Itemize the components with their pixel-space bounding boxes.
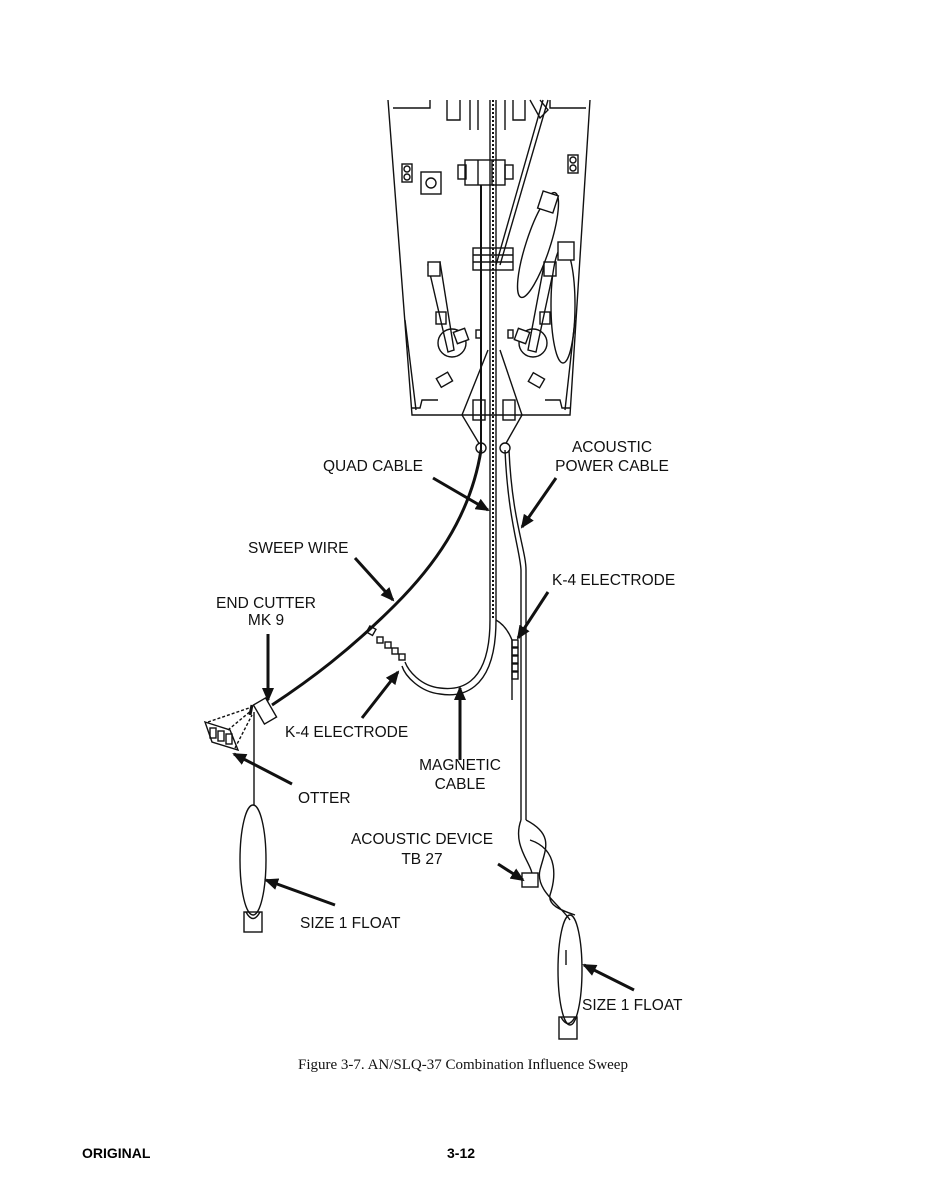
k4-electrode-right	[495, 619, 519, 700]
sweep-wire	[271, 449, 483, 707]
label-end-cutter-model: MK 9	[248, 612, 284, 629]
k4-electrode-left	[365, 624, 406, 661]
label-end-cutter: END CUTTER	[216, 595, 316, 612]
label-magnetic-cable-2: CABLE	[435, 776, 486, 793]
figure-caption: Figure 3-7. AN/SLQ-37 Combination Influe…	[298, 1057, 628, 1073]
label-acoustic-power-cable: ACOUSTIC	[572, 439, 652, 456]
label-k4-electrode-left: K-4 ELECTRODE	[285, 724, 408, 741]
size1-float-right	[557, 914, 583, 1026]
label-float-right: SIZE 1 FLOAT	[582, 997, 683, 1014]
magnetic-cable	[404, 619, 491, 690]
label-quad-cable: QUAD CABLE	[323, 458, 423, 475]
callout-arrows	[232, 476, 635, 992]
footer-original: ORIGINAL	[82, 1145, 151, 1161]
label-float-left: SIZE 1 FLOAT	[300, 915, 401, 932]
label-acoustic-device: ACOUSTIC DEVICE	[351, 831, 493, 848]
acoustic-device	[521, 872, 539, 888]
quad-cable-line	[489, 100, 497, 620]
label-sweep-wire: SWEEP WIRE	[248, 540, 348, 557]
size1-float-left	[239, 804, 267, 916]
label-magnetic-cable: MAGNETIC	[419, 757, 501, 774]
label-acoustic-power-cable-2: POWER CABLE	[555, 458, 669, 475]
acoustic-power-cable	[504, 449, 527, 820]
page-number: 3-12	[447, 1145, 475, 1161]
bitt	[401, 163, 413, 183]
label-otter: OTTER	[298, 790, 351, 807]
cables	[203, 99, 583, 1040]
label-k4-electrode-right: K-4 ELECTRODE	[552, 572, 675, 589]
end-cutter	[252, 697, 278, 725]
otter	[203, 706, 253, 752]
ship-stern	[387, 99, 591, 454]
label-acoustic-device-model: TB 27	[401, 851, 442, 868]
